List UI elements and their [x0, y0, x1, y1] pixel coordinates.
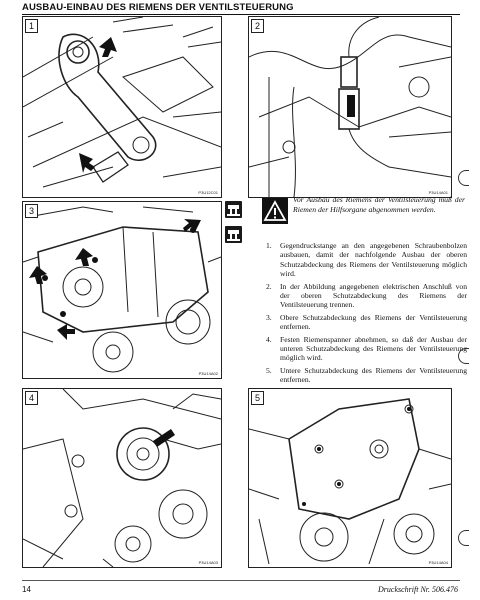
figure-panel-3: 3 P3U14A02: [22, 201, 222, 379]
title-rule: [22, 14, 460, 15]
panel-number-2: 2: [251, 19, 264, 33]
step-number: 2.: [266, 281, 272, 291]
page-number: 14: [22, 585, 31, 594]
list-item: 1. Gegendruckstange an den angegebenen Sc…: [266, 241, 467, 279]
binding-mark: [458, 348, 469, 364]
step-number: 1.: [266, 241, 272, 250]
figure-panel-5: 5 P3U14A04: [248, 388, 452, 568]
panel-caption-1: P3U12C01: [198, 190, 218, 195]
list-item: 4. Festen Riemenspanner abnehmen, so daß …: [266, 335, 467, 363]
panel-caption-3: P3U14A02: [198, 371, 218, 376]
figure-2-drawing: [249, 17, 451, 197]
panel-number-1: 1: [25, 19, 38, 33]
panel-caption-5: P3U14A04: [428, 560, 448, 565]
step-number: 5.: [266, 365, 272, 375]
panel-number-5: 5: [251, 391, 264, 405]
step-text: In der Abbildung angegebenen elektrische…: [280, 281, 467, 310]
page-title: AUSBAU-EINBAU DES RIEMENS DER VENTILSTEU…: [22, 2, 294, 13]
lift-icon: [225, 226, 242, 243]
footer-rule: [22, 580, 460, 581]
step-text: Obere Schutzabdeckung des Riemens der Ve…: [280, 312, 467, 332]
step-number: 3.: [266, 312, 272, 322]
list-item: 3. Obere Schutzabdeckung des Riemens der …: [266, 313, 467, 332]
warning-text: Vor Ausbau des Riemens der Ventilsteueru…: [293, 195, 465, 214]
figure-5-drawing: [249, 398, 451, 565]
step-text: Gegendruckstange an den angegebenen Schr…: [280, 241, 467, 279]
figure-3-drawing: [23, 206, 221, 373]
figure-4-drawing: [23, 389, 221, 567]
figure-panel-2: 2 P3U14A01: [248, 16, 452, 198]
figure-panel-1: 1 P3U12C01: [22, 16, 222, 198]
step-text: Festen Riemenspanner abnehmen, so daß de…: [280, 334, 467, 363]
step-number: 4.: [266, 334, 272, 344]
list-item: 2. In der Abbildung angegebenen elektrisc…: [266, 282, 467, 310]
panel-number-3: 3: [25, 204, 38, 218]
step-text: Untere Schutzabdeckung des Riemens der V…: [280, 365, 467, 385]
warning-icon: [262, 198, 288, 224]
figure-1-drawing: [23, 17, 221, 188]
panel-number-4: 4: [25, 391, 38, 405]
figure-panel-4: 4 P3U14A03: [22, 388, 222, 568]
document-reference: Druckschrift Nr. 506.476: [378, 585, 458, 594]
list-item: 5. Untere Schutzabdeckung des Riemens der…: [266, 366, 467, 385]
instruction-list: 1. Gegendruckstange an den angegebenen Sc…: [266, 241, 467, 388]
binding-mark: [458, 170, 469, 186]
panel-caption-4: P3U14A03: [198, 560, 218, 565]
binding-mark: [458, 530, 469, 546]
panel-caption-2: P3U14A01: [428, 190, 448, 195]
lift-icon: [225, 201, 242, 218]
